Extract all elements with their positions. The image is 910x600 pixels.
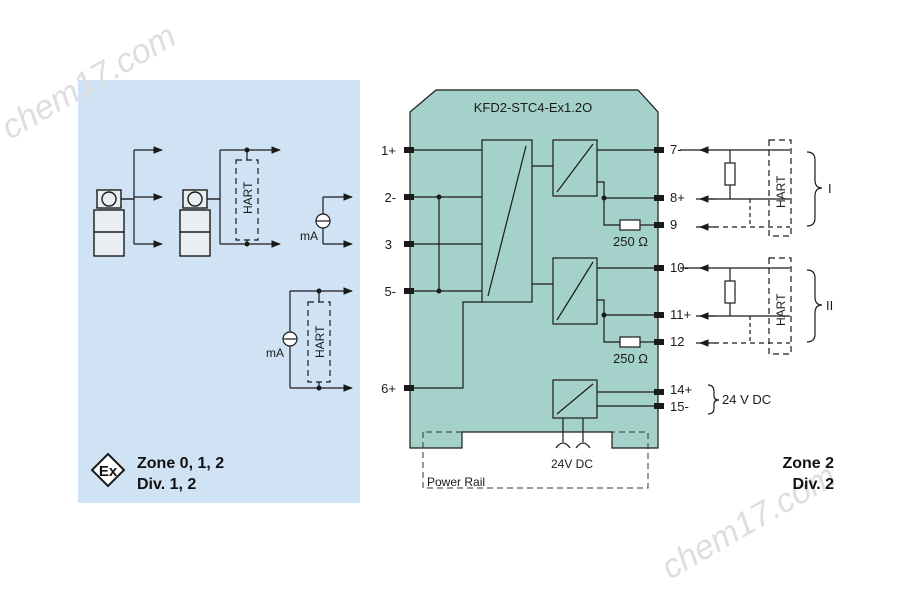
ma-label-1: mA <box>300 229 318 243</box>
device-module: KFD2-STC4-Ex1.2O <box>409 89 659 449</box>
hazardous-zone-label: Zone 0, 1, 2 <box>137 455 224 472</box>
junction-dots <box>436 194 607 318</box>
svg-text:Ex: Ex <box>99 463 118 480</box>
resistor-250-2 <box>619 336 641 348</box>
terminal-pins <box>404 147 664 409</box>
transmitter-2 <box>179 189 220 257</box>
terminal-1: 1+ <box>381 143 396 158</box>
terminal-6: 6+ <box>381 381 396 396</box>
hazardous-div-label: Div. 1, 2 <box>137 476 196 493</box>
terminal-5: 5- <box>384 284 396 299</box>
channel-1-brace <box>806 151 823 227</box>
ma-source-1 <box>315 213 331 229</box>
channel-1-label: I <box>828 181 832 196</box>
terminal-9: 9 <box>670 217 677 232</box>
terminal-12: 12 <box>670 334 684 349</box>
terminal-15: 15- <box>670 399 689 414</box>
power-rail-outline <box>422 431 649 489</box>
power-rail-supply-label: 24V DC <box>551 457 593 471</box>
hart-label-left-1: HART <box>241 181 255 214</box>
power-rail-label: Power Rail <box>427 475 485 489</box>
output-converter-1 <box>552 139 598 197</box>
terminal-7: 7- <box>670 142 682 157</box>
hart-label-right-1: HART <box>774 175 788 208</box>
hart-label-left-2: HART <box>313 325 327 358</box>
channel-2-brace <box>806 269 823 343</box>
power-supply-converter <box>552 379 598 419</box>
ma-source-2 <box>282 331 298 347</box>
internal-wiring <box>412 149 656 449</box>
terminal-3: 3 <box>385 237 392 252</box>
channel-2-label: II <box>826 298 833 313</box>
supply-brace <box>707 384 720 415</box>
device-model: KFD2-STC4-Ex1.2O <box>474 100 592 115</box>
safe-zone-label: Zone 2 <box>782 455 834 472</box>
terminal-8: 8+ <box>670 190 685 205</box>
supply-label: 24 V DC <box>722 392 771 407</box>
terminal-2: 2- <box>384 190 396 205</box>
isolator-block <box>481 139 533 303</box>
terminal-10: 10- <box>670 260 689 275</box>
resistor-label-2: 250 Ω <box>613 351 648 366</box>
resistor-250-1 <box>619 219 641 231</box>
resistor-label-1: 250 Ω <box>613 234 648 249</box>
terminal-14: 14+ <box>670 382 692 397</box>
output-converter-2 <box>552 257 598 325</box>
safe-div-label: Div. 2 <box>793 476 835 493</box>
terminal-11: 11+ <box>670 307 691 322</box>
hart-label-right-2: HART <box>774 293 788 326</box>
transmitter-1 <box>93 189 134 257</box>
output-wiring <box>680 139 792 355</box>
ex-symbol: Ex <box>90 452 126 488</box>
ma-label-2: mA <box>266 346 284 360</box>
